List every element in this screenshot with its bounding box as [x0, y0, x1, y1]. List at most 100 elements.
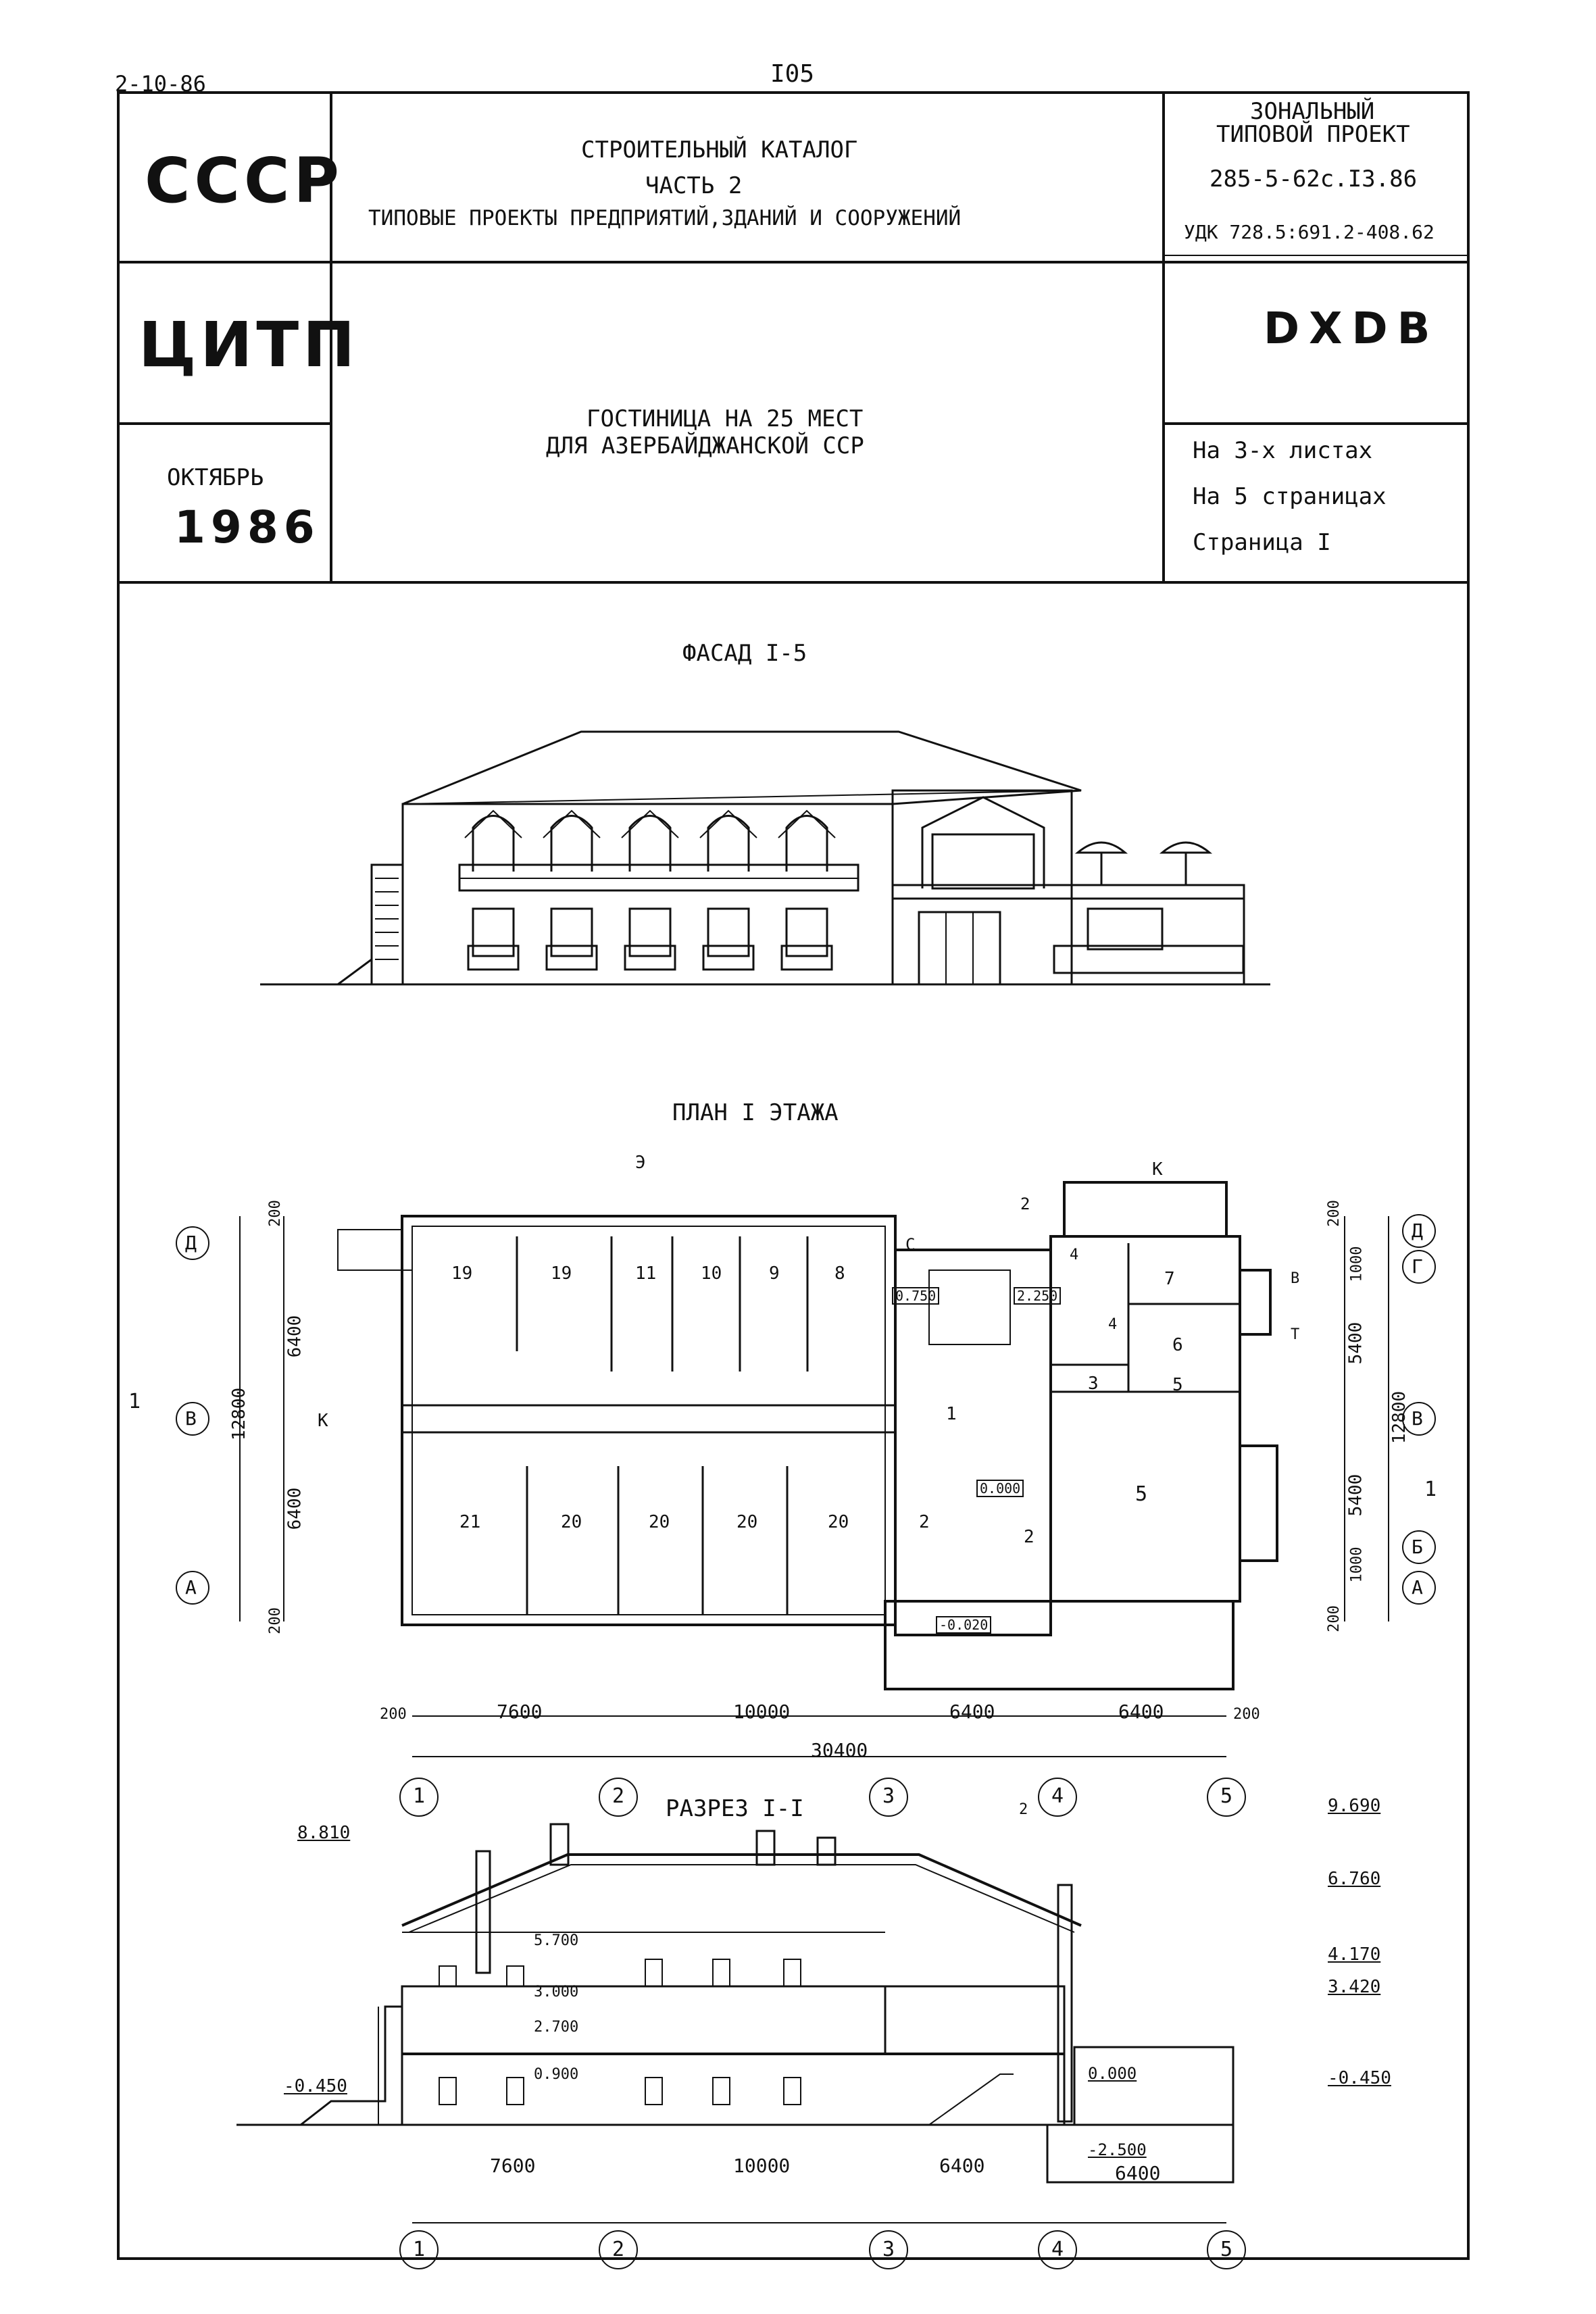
- room-number: 1: [946, 1404, 957, 1424]
- level-mark: -0.020: [936, 1616, 992, 1634]
- dimension-label: 200: [1325, 1605, 1343, 1632]
- view-marker: Э: [635, 1153, 646, 1173]
- level-mark: 0.000: [976, 1480, 1024, 1497]
- dimension-label: 6400: [284, 1315, 305, 1358]
- dimension-label: 200: [380, 1706, 407, 1723]
- view-marker: К: [318, 1411, 328, 1431]
- dimension-label: 6400: [949, 1701, 995, 1723]
- dimension-label: 10000: [733, 2155, 791, 2177]
- dimension-label: 10000: [733, 1701, 791, 1723]
- view-marker: К: [1152, 1159, 1163, 1180]
- room-number: 10: [701, 1263, 722, 1284]
- dimension-label: 200: [266, 1200, 284, 1227]
- project-number: 285-5-62с.I3.86: [1210, 166, 1418, 193]
- facade-title: ФАСАД I-5: [682, 640, 807, 667]
- axis-label-left-d: Д: [185, 1232, 197, 1254]
- dimension-label: 7600: [497, 1701, 543, 1723]
- axis-label-right-a: А: [1412, 1576, 1423, 1599]
- catalog-title-line3: ТИПОВЫЕ ПРОЕКТЫ ПРЕДПРИЯТИЙ,ЗДАНИЙ И СОО…: [368, 206, 962, 230]
- dimension-label: 200: [1325, 1200, 1343, 1227]
- axis-label-bottom-2: 2: [612, 1784, 625, 1808]
- dimension-label: 200: [1233, 1706, 1260, 1723]
- axis-label-right-d: Д: [1412, 1219, 1423, 1242]
- dimension-label: 5400: [1345, 1474, 1366, 1517]
- room-number: 9: [769, 1263, 780, 1284]
- view-marker: 2: [1019, 1801, 1028, 1818]
- dimension-label: 1000: [1348, 1546, 1366, 1583]
- catalog-title-line1: СТРОИТЕЛЬНЫЙ КАТАЛОГ: [581, 136, 858, 164]
- dimension-label: 6400: [284, 1487, 305, 1530]
- issue-month: ОКТЯБРЬ: [167, 464, 264, 491]
- axis-label-bottom-3: 3: [882, 1784, 895, 1808]
- room-number: 2: [1024, 1527, 1034, 1547]
- view-marker: 2: [1020, 1194, 1030, 1213]
- elevation-mark: -0.450: [1328, 2068, 1391, 2088]
- room-number: 3: [1088, 1374, 1099, 1394]
- room-number: 11: [635, 1263, 657, 1284]
- dimension-label: 1000: [1348, 1246, 1366, 1282]
- dimension-label: 12800: [1389, 1390, 1410, 1444]
- room-number: 4: [1108, 1316, 1118, 1333]
- room-number: 2: [919, 1512, 930, 1532]
- total-dimension: 30400: [811, 1739, 868, 1761]
- axis-label-bottom-1: 1: [413, 1784, 426, 1808]
- room-number: 20: [649, 1512, 670, 1532]
- elevation-mark: 5.700: [534, 1932, 579, 1949]
- elevation-mark: 2.700: [534, 2019, 579, 2036]
- catalog-title-line2: ЧАСТЬ 2: [645, 172, 743, 199]
- page-count: На 5 страницах: [1193, 483, 1387, 510]
- axis-label: 4: [1051, 2238, 1064, 2261]
- elevation-mark: 0.000: [1088, 2064, 1137, 2083]
- room-number: 20: [561, 1512, 582, 1532]
- dimension-label: 5400: [1345, 1322, 1366, 1365]
- dimension-label: 200: [266, 1607, 284, 1634]
- current-page: Страница I: [1193, 529, 1331, 556]
- elevation-mark: 8.810: [297, 1823, 351, 1843]
- axis-label: 3: [882, 2238, 895, 2261]
- dimension-label: 6400: [939, 2155, 985, 2177]
- section-drawing: [236, 1823, 1246, 2269]
- elevation-mark: -2.500: [1088, 2140, 1147, 2159]
- country-label: СССР: [145, 145, 343, 217]
- dimension-label: 12800: [229, 1387, 250, 1441]
- document-title-line2: ДЛЯ АЗЕРБАЙДЖАНСКОЙ ССР: [546, 432, 864, 459]
- room-number: 5: [1135, 1482, 1148, 1506]
- axis-label: 1: [413, 2238, 426, 2261]
- page-number: I05: [770, 60, 815, 88]
- project-type-line2: ТИПОВОЙ ПРОЕКТ: [1216, 121, 1410, 148]
- sheet-count: На 3-х листах: [1193, 437, 1373, 464]
- level-mark: 2.250: [1014, 1287, 1062, 1305]
- axis-label: 2: [612, 2238, 625, 2261]
- axis-label-left-v: В: [185, 1407, 197, 1430]
- facade-drawing: [260, 730, 1270, 986]
- dimension-label: 7600: [490, 2155, 536, 2177]
- floor-plan-drawing: [337, 1181, 1278, 1690]
- room-number: 4: [1070, 1247, 1079, 1263]
- axis-label-right-b: Б: [1412, 1536, 1423, 1558]
- plan-title: ПЛАН I ЭТАЖА: [672, 1099, 839, 1126]
- udk-code: УДК 728.5:691.2-408.62: [1184, 221, 1435, 243]
- view-marker: Т: [1291, 1326, 1300, 1343]
- level-mark: 0.750: [892, 1287, 940, 1305]
- room-number: 7: [1164, 1269, 1175, 1289]
- room-number: 20: [828, 1512, 849, 1532]
- dimension-label: 6400: [1118, 1701, 1164, 1723]
- dimension-label: 6400: [1115, 2162, 1161, 2184]
- elevation-mark: 6.760: [1328, 1869, 1381, 1889]
- axis-label: 5: [1220, 2238, 1233, 2261]
- room-number: 19: [551, 1263, 572, 1284]
- axis-label-bottom-5: 5: [1220, 1784, 1233, 1808]
- view-marker: В: [1291, 1270, 1300, 1287]
- elevation-mark: -0.450: [284, 2076, 347, 2096]
- axis-label-bottom-4: 4: [1051, 1784, 1064, 1808]
- room-number: 5: [1172, 1375, 1183, 1395]
- room-number: 8: [834, 1263, 845, 1284]
- section-title: РАЗРЕЗ I-I: [666, 1795, 804, 1822]
- elevation-mark: 4.170: [1328, 1944, 1381, 1965]
- view-marker: С: [905, 1235, 916, 1254]
- document-title-line1: ГОСТИНИЦА НА 25 МЕСТ: [587, 405, 864, 432]
- room-number: 6: [1172, 1335, 1183, 1355]
- issue-year: 1986: [174, 501, 320, 553]
- org-label: ЦИТП: [139, 309, 359, 381]
- elevation-mark: 3.420: [1328, 1977, 1381, 1997]
